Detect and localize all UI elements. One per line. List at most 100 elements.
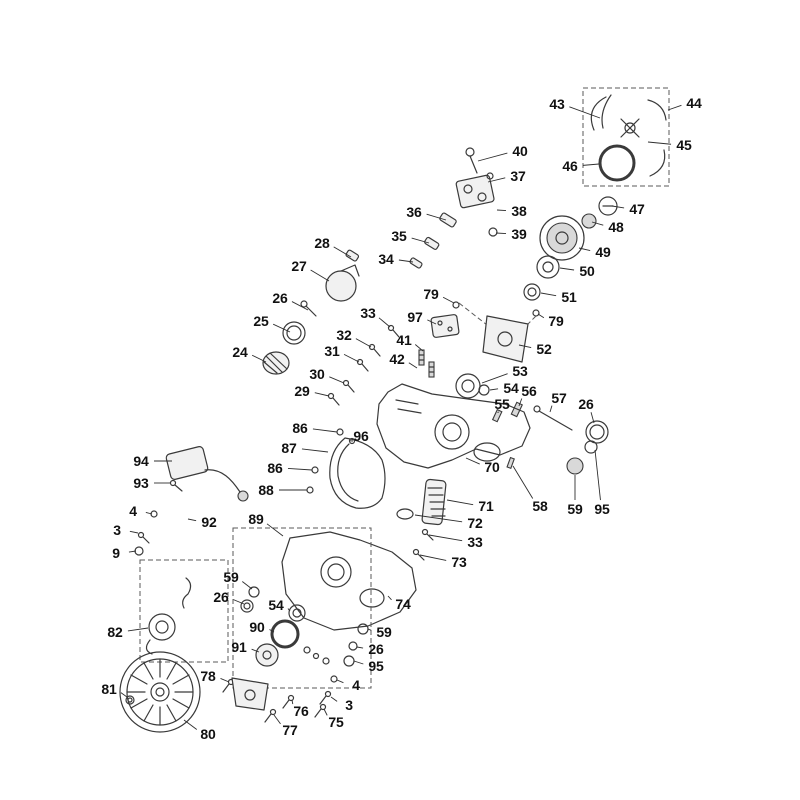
leader-line-81 — [120, 692, 128, 698]
part-label-74: 74 — [395, 596, 411, 612]
leader-line-77 — [273, 714, 281, 725]
leader-line-52 — [518, 344, 532, 349]
leader-line-33 — [428, 534, 463, 542]
leader-line-71 — [446, 499, 474, 506]
part-label-78: 78 — [200, 668, 216, 684]
part-label-38: 38 — [511, 203, 527, 219]
leader-line-43 — [569, 106, 601, 119]
part-label-93: 93 — [133, 475, 149, 491]
part-label-45: 45 — [676, 137, 692, 153]
part-label-34: 34 — [378, 251, 394, 267]
part-label-86: 86 — [267, 460, 283, 476]
leader-line-59 — [242, 581, 253, 590]
part-label-33: 33 — [467, 534, 483, 550]
part-label-56: 56 — [521, 383, 537, 399]
part-label-54: 54 — [268, 597, 284, 613]
part-label-91: 91 — [231, 639, 247, 655]
part-label-81: 81 — [101, 681, 117, 697]
part-label-47: 47 — [629, 201, 645, 217]
leader-line-3 — [330, 696, 338, 702]
part-label-3: 3 — [113, 522, 121, 538]
leader-line-82 — [127, 627, 149, 632]
leader-line-70 — [465, 457, 480, 465]
part-label-42: 42 — [389, 351, 405, 367]
part-label-95: 95 — [594, 501, 610, 517]
leader-line-33 — [378, 317, 391, 328]
part-label-49: 49 — [595, 244, 611, 260]
part-label-36: 36 — [406, 204, 422, 220]
part-label-95: 95 — [368, 658, 384, 674]
part-label-26: 26 — [213, 589, 229, 605]
part-label-50: 50 — [579, 263, 595, 279]
part-label-97: 97 — [407, 309, 423, 325]
top-linkage-drawing — [409, 147, 498, 269]
part-label-28: 28 — [314, 235, 330, 251]
leader-line-59 — [367, 628, 372, 631]
leader-line-57 — [549, 405, 553, 413]
screw-set-drawing — [327, 324, 400, 406]
part-label-39: 39 — [511, 226, 527, 242]
leader-line-40 — [477, 152, 508, 162]
part-label-75: 75 — [328, 714, 344, 730]
leader-line-49 — [578, 247, 591, 251]
part-label-57: 57 — [551, 390, 567, 406]
part-label-90: 90 — [249, 619, 265, 635]
leader-line-35 — [411, 237, 430, 244]
part-label-9: 9 — [112, 545, 120, 561]
leader-line-91 — [251, 648, 260, 653]
leader-line-30 — [329, 376, 345, 384]
leader-line-75 — [323, 708, 328, 716]
part-label-82: 82 — [107, 624, 123, 640]
part-label-79: 79 — [548, 313, 564, 329]
leader-line-26 — [233, 599, 245, 605]
part-label-25: 25 — [253, 313, 269, 329]
leader-line-45 — [647, 141, 672, 145]
part-label-43: 43 — [549, 96, 565, 112]
leader-line-47 — [611, 205, 625, 209]
part-label-26: 26 — [272, 290, 288, 306]
leader-line-51 — [540, 292, 557, 297]
leader-line-39 — [495, 232, 507, 235]
leader-line-76 — [291, 699, 294, 705]
leader-line-72 — [414, 514, 463, 523]
part-label-27: 27 — [291, 258, 307, 274]
chain-brake-assembly-drawing — [582, 87, 670, 187]
part-label-53: 53 — [512, 363, 528, 379]
part-label-4: 4 — [129, 503, 137, 519]
leader-line-4 — [336, 679, 344, 684]
leader-line-26 — [590, 412, 595, 424]
leader-line-31 — [343, 353, 360, 363]
part-label-48: 48 — [608, 219, 624, 235]
part-label-29: 29 — [294, 383, 310, 399]
leader-line-26 — [356, 646, 364, 649]
part-label-4: 4 — [352, 677, 360, 693]
part-label-73: 73 — [451, 554, 467, 570]
crankcase-lower-drawing — [281, 531, 417, 631]
leader-line-58 — [512, 465, 534, 499]
part-label-31: 31 — [324, 343, 340, 359]
part-label-87: 87 — [281, 440, 297, 456]
part-label-46: 46 — [562, 158, 578, 174]
part-label-71: 71 — [478, 498, 494, 514]
leader-line-9 — [128, 550, 137, 553]
part-label-40: 40 — [512, 143, 528, 159]
leader-line-34 — [398, 259, 414, 263]
leader-line-97 — [427, 319, 437, 325]
leader-line-79 — [442, 296, 455, 304]
oil-pump-drawing — [262, 249, 360, 375]
leader-line-50 — [559, 267, 575, 271]
part-label-58: 58 — [532, 498, 548, 514]
part-label-26: 26 — [368, 641, 384, 657]
leader-line-54 — [489, 388, 499, 391]
part-label-70: 70 — [484, 459, 500, 475]
clutch-cover-drawing — [458, 302, 537, 363]
leader-line-44 — [667, 104, 682, 111]
part-label-92: 92 — [201, 514, 217, 530]
part-label-59: 59 — [223, 569, 239, 585]
leader-line-89 — [266, 523, 284, 537]
clutch-drum-drawing — [452, 196, 618, 317]
leader-line-41 — [414, 344, 424, 352]
